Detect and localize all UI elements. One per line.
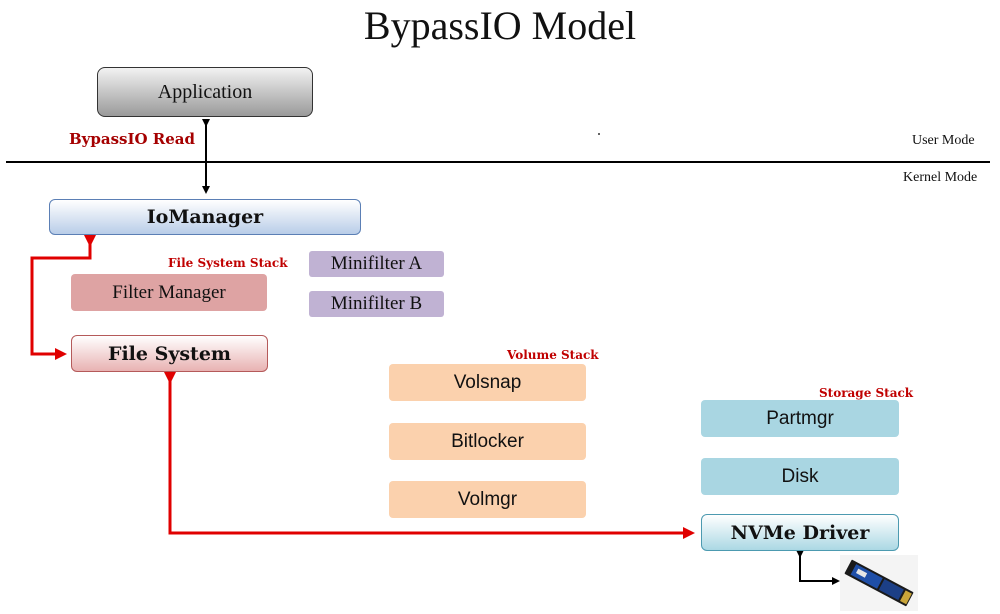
- user-mode-label: User Mode: [912, 133, 975, 148]
- file-system-box: File System: [71, 335, 268, 372]
- minifilter-b-box: Minifilter B: [309, 291, 444, 317]
- application-box: Application: [97, 67, 313, 117]
- filesystem-nvme-bypass-arrow: [164, 372, 695, 539]
- storage-stack-label: Storage Stack: [819, 386, 914, 400]
- bitlocker-box: Bitlocker: [389, 423, 586, 460]
- nvme-ssd-image: [840, 555, 918, 611]
- disk-box: Disk: [701, 458, 899, 495]
- nvme-driver-box: NVMe Driver: [701, 514, 899, 551]
- iomanager-box: IoManager: [49, 199, 361, 235]
- file-system-stack-label: File System Stack: [168, 256, 288, 270]
- volume-stack-label: Volume Stack: [507, 348, 599, 362]
- volmgr-box: Volmgr: [389, 481, 586, 518]
- iomanager-filesystem-bypass-arrow: [30, 235, 96, 360]
- bypassio-read-label: BypassIO Read: [69, 130, 196, 148]
- kernel-mode-label: Kernel Mode: [903, 170, 978, 185]
- page-title: BypassIO Model: [363, 3, 637, 48]
- volsnap-box: Volsnap: [389, 364, 586, 401]
- filter-manager-box: Filter Manager: [71, 274, 267, 311]
- nvme-ssd-arrow: [796, 550, 840, 585]
- partmgr-box: Partmgr: [701, 400, 899, 437]
- stray-dot: [598, 133, 600, 135]
- minifilter-a-box: Minifilter A: [309, 251, 444, 277]
- mode-divider: [6, 161, 990, 163]
